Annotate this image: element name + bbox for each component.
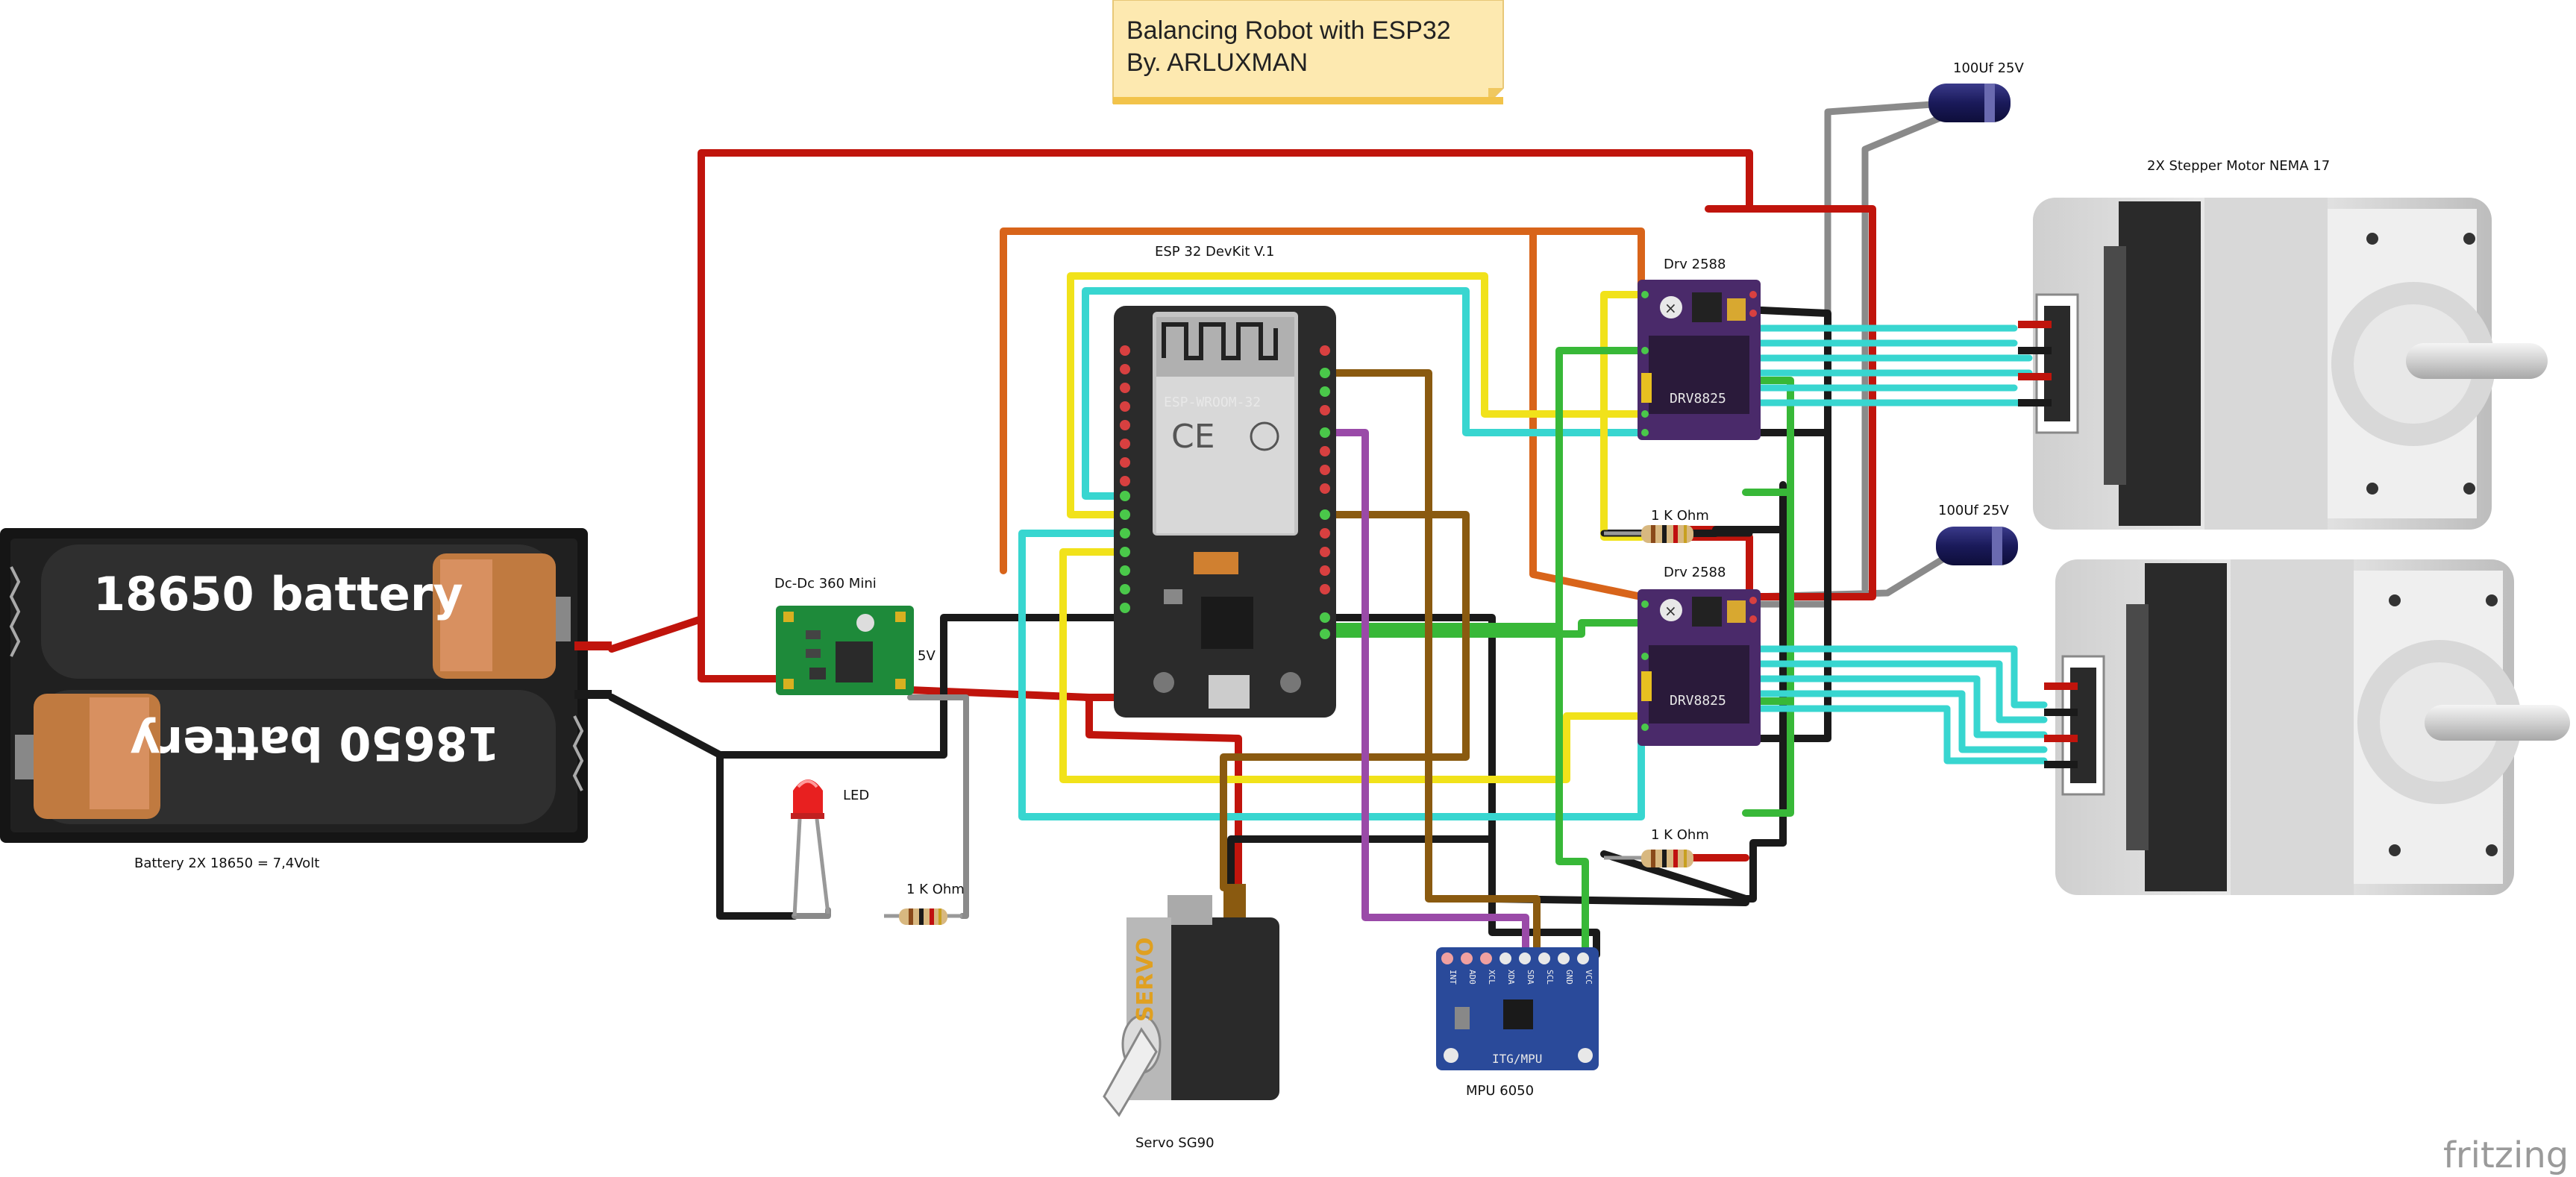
mpu-pin-label-ad0: AD0 bbox=[1467, 970, 1477, 985]
dcdc-label: Dc-Dc 360 Mini bbox=[774, 576, 877, 591]
servo-sg90: SERVO bbox=[1103, 884, 1279, 1117]
mpu-pin-label-vcc: VCC bbox=[1584, 970, 1593, 985]
battery-holder: 18650 battery 18650 battery bbox=[0, 528, 612, 843]
stepper-motor-bottom bbox=[2044, 559, 2570, 895]
mpu-pin-labels: INT AD0 XCL XDA SDA SCL GND VCC bbox=[1448, 970, 1593, 985]
battery-label-bottom: 18650 battery bbox=[130, 716, 500, 770]
resistor-bottom-label: 1 K Ohm bbox=[1651, 827, 1709, 843]
driver-bottom: DRV8825 × bbox=[1638, 589, 1761, 746]
driver-top: DRV8825 × bbox=[1638, 280, 1761, 440]
mpu-pin-label-xda: XDA bbox=[1506, 970, 1516, 985]
mpu-pin-label-int: INT bbox=[1448, 970, 1458, 985]
mpu-pin-label-sda: SDA bbox=[1526, 970, 1535, 985]
battery-cell-top: 18650 battery bbox=[41, 544, 571, 679]
mpu-label: MPU 6050 bbox=[1466, 1083, 1534, 1099]
led-label: LED bbox=[843, 788, 869, 803]
driver-top-chip: DRV8825 bbox=[1670, 391, 1726, 407]
battery-label-top: 18650 battery bbox=[93, 567, 463, 621]
mpu-chip-label: ITG/MPU bbox=[1492, 1052, 1542, 1066]
resistor-led bbox=[884, 908, 962, 925]
esp32-label: ESP 32 DevKit V.1 bbox=[1155, 244, 1274, 260]
servo-caption: Servo SG90 bbox=[1135, 1135, 1215, 1151]
dcdc-output-label: 5V bbox=[918, 648, 936, 664]
stepper-motor-top bbox=[2018, 198, 2548, 530]
driver-top-label: Drv 2588 bbox=[1664, 257, 1726, 272]
capacitor-bottom-label: 100Uf 25V bbox=[1938, 503, 2009, 518]
title-note: Balancing Robot with ESP32 By. ARLUXMAN bbox=[1112, 0, 1504, 104]
servo-body-label: SERVO bbox=[1132, 938, 1159, 1022]
mpu6050-board: ITG/MPU bbox=[1436, 947, 1599, 1070]
driver-bottom-label: Drv 2588 bbox=[1664, 565, 1726, 580]
wires bbox=[608, 101, 2048, 958]
note-author: By. ARLUXMAN bbox=[1126, 48, 1308, 77]
dcdc-converter bbox=[776, 606, 914, 695]
driver-bottom-chip: DRV8825 bbox=[1670, 693, 1726, 709]
red-led bbox=[791, 779, 830, 917]
esp-module-label: ESP-WROOM-32 bbox=[1164, 395, 1261, 410]
mpu-pin-label-gnd: GND bbox=[1564, 970, 1574, 985]
capacitor-top bbox=[1928, 84, 2011, 122]
svg-text:×: × bbox=[1664, 299, 1677, 317]
battery-cell-bottom: 18650 battery bbox=[15, 690, 556, 824]
capacitor-bottom bbox=[1936, 527, 2018, 565]
stepper-label: 2X Stepper Motor NEMA 17 bbox=[2147, 158, 2330, 174]
svg-text:CE: CE bbox=[1171, 418, 1215, 456]
resistor-top-label: 1 K Ohm bbox=[1651, 508, 1709, 524]
note-title: Balancing Robot with ESP32 bbox=[1126, 16, 1451, 45]
resistor-bottom bbox=[1604, 850, 1693, 867]
fritzing-logo: fritzing bbox=[2443, 1134, 2569, 1176]
capacitor-top-label: 100Uf 25V bbox=[1953, 60, 2024, 76]
mpu-pin-label-scl: SCL bbox=[1545, 970, 1555, 985]
resistor-top bbox=[1604, 525, 1693, 543]
esp32-board: ESP-WROOM-32 CE bbox=[1114, 306, 1336, 718]
battery-caption: Battery 2X 18650 = 7,4Volt bbox=[134, 856, 319, 871]
mpu-pin-label-xcl: XCL bbox=[1487, 970, 1497, 985]
svg-text:×: × bbox=[1664, 602, 1677, 620]
resistor-led-label: 1 K Ohm bbox=[906, 882, 965, 897]
